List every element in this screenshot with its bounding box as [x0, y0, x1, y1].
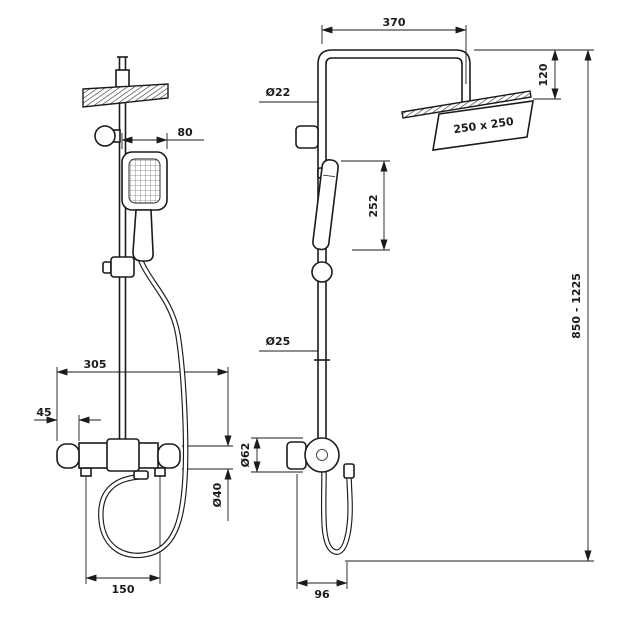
dim-head-drop-label: 120 — [537, 63, 550, 86]
slider-ring-side — [311, 261, 333, 283]
dimension-column-height: 850 - 1225 — [345, 49, 594, 562]
head-connector-front — [115, 69, 130, 88]
wall-plate — [286, 441, 307, 470]
dimension-mixer-width: 305 — [56, 358, 229, 441]
label-pipe-diameter-lower: Ø25 — [259, 335, 318, 352]
wall-connection-left — [80, 467, 92, 477]
dimension-hose-offset: 96 — [296, 474, 348, 601]
diverter-knob-side — [295, 125, 319, 149]
dimension-head-drop: 120 — [474, 49, 594, 100]
dim-pipe-diameter-upper-label: Ø22 — [266, 86, 291, 99]
dim-outlet-diameter-label: Ø40 — [211, 482, 224, 507]
mixer-handle-left — [56, 443, 80, 469]
dimension-valve-diameter: Ø62 — [239, 437, 303, 473]
mixer-handle-right — [157, 443, 181, 469]
dim-connection-spacing-label: 150 — [112, 583, 135, 596]
front-view: 80 305 45 Ø40 150 — [34, 56, 233, 596]
dimension-handle-length: 45 — [34, 406, 101, 441]
dim-hand-shower-length-label: 252 — [367, 195, 380, 218]
overhead-head-face: 250 x 250 — [432, 100, 534, 151]
hand-shower-side — [312, 159, 339, 251]
dimension-hand-shower-length: 252 — [341, 160, 390, 251]
overhead-shower-head-front — [82, 83, 169, 108]
dim-arm-reach-label: 370 — [383, 16, 406, 29]
dim-valve-diameter-label: Ø62 — [239, 443, 252, 468]
dim-pipe-diameter-lower-label: Ø25 — [266, 335, 291, 348]
shower-hose-side — [320, 469, 353, 555]
shower-rod-front — [117, 56, 128, 443]
diverter-knob-front — [94, 125, 121, 147]
side-view: 370 120 850 - 1225 Ø22 Ø25 252 — [239, 16, 594, 601]
dimension-connection-spacing: 150 — [85, 474, 161, 596]
dimension-outlet-diameter: Ø40 — [182, 367, 233, 521]
wall-connection-right — [154, 467, 166, 477]
dim-hand-shower-width-label: 80 — [177, 126, 193, 139]
dim-hose-offset-label: 96 — [314, 588, 330, 601]
hand-shower-front — [121, 151, 168, 262]
dim-column-height-label: 850 - 1225 — [570, 273, 583, 339]
hose-outlet — [133, 470, 149, 480]
riser-pipe-and-arm — [317, 49, 471, 438]
dim-mixer-width-label: 305 — [84, 358, 107, 371]
label-pipe-diameter-upper: Ø22 — [259, 86, 318, 103]
mixer-center-escutcheon — [106, 438, 140, 472]
wall-supply-valve-side — [286, 437, 355, 479]
valve-center — [316, 449, 328, 461]
valve-body — [304, 437, 340, 473]
slider-clamp-front — [102, 256, 135, 278]
mixer-front — [56, 438, 181, 480]
shower-hose-front — [98, 258, 189, 559]
dimension-arm-reach: 370 — [321, 16, 467, 84]
hose-nut — [343, 463, 355, 479]
dim-handle-length-label: 45 — [36, 406, 51, 419]
overhead-shower-head-side — [401, 90, 532, 119]
dimension-hand-shower-width: 80 — [121, 126, 204, 149]
